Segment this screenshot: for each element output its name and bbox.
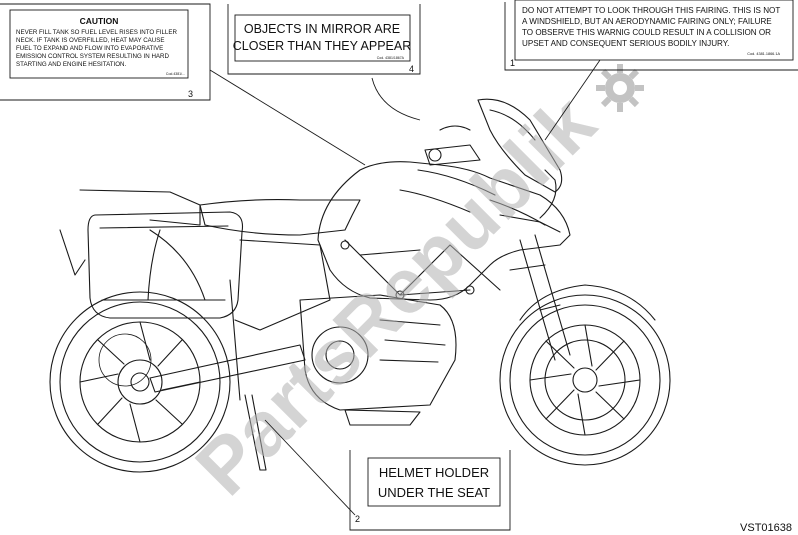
diagram-code: VST01638 [740, 522, 792, 534]
label-3-caution: CAUTION NEVER FILL TANK SO FUEL LEVEL RI… [0, 3, 211, 101]
side-stand [244, 394, 267, 471]
label-4-line-1: OBJECTS IN MIRROR ARE [244, 22, 400, 36]
seat-rear [79, 189, 361, 236]
label-3-ref: 3 [188, 89, 193, 99]
label-1-fairing: DO NOT ATTEMPT TO LOOK THROUGH THIS FAIR… [504, 0, 798, 71]
label-2-helmet-holder: HELMET HOLDER UNDER THE SEAT 2 [349, 450, 511, 531]
label-1-line-1: DO NOT ATTEMPT TO LOOK THROUGH THIS FAIR… [522, 6, 780, 15]
label-3-line-1: NEVER FILL TANK SO FUEL LEVEL RISES INTO… [16, 29, 177, 36]
watermark-text: PartsRepublik [179, 78, 613, 512]
leader-lines [209, 59, 601, 516]
label-2-line-1: HELMET HOLDER [379, 465, 489, 480]
label-3-line-4: EMISSION CONTROL SYSTEM RESULTING IN HAR… [16, 53, 170, 60]
leader-1 [544, 59, 601, 141]
label-1-line-4: UPSET AND CONSEQUENT SERIOUS BODILY INJU… [522, 39, 729, 48]
label-2-ref: 2 [355, 514, 360, 524]
label-3-line-5: STARTING AND ENGINE HESITATION. [16, 61, 127, 68]
rear-frame [59, 229, 331, 401]
label-1-part-code: Cod. 4381.1866.1A [747, 52, 780, 56]
motorcycle-drawing [49, 98, 671, 473]
front-wheel [499, 284, 671, 466]
label-1-line-3: TO OBSERVE THIS WARNIG COULD RESULT IN A… [522, 28, 771, 37]
label-3-line-2: NECK. IF TANK IS OVERFILLED, HEAT MAY CA… [16, 37, 165, 44]
leader-2 [264, 419, 356, 516]
label-3-part-code: Cod.4381/... [166, 72, 185, 76]
handlebar-area [424, 125, 481, 166]
trellis-frame [340, 239, 501, 300]
pannier-case [87, 211, 244, 319]
label-2-line-2: UNDER THE SEAT [378, 485, 490, 500]
label-4-line-2: CLOSER THAN THEY APPEAR [233, 39, 412, 53]
label-4-part-code: Cod. 4381/1867A [377, 56, 405, 60]
label-1-line-2: A WINDSHIELD, BUT AN AERODYNAMIC FAIRING… [522, 17, 772, 26]
body-outline [317, 161, 571, 301]
swingarm [149, 344, 306, 393]
watermark: PartsRepublik [179, 78, 613, 512]
leader-4 [371, 77, 421, 121]
label-1-ref: 1 [510, 58, 515, 68]
label-4-ref: 4 [409, 64, 414, 74]
windscreen [477, 98, 563, 193]
label-4-mirror: OBJECTS IN MIRROR ARE CLOSER THAN THEY A… [227, 4, 421, 75]
label-3-heading: CAUTION [80, 16, 119, 26]
leader-3 [209, 69, 366, 166]
gear-icon [596, 64, 644, 112]
front-fork [509, 234, 571, 361]
engine-block [299, 294, 457, 426]
label-3-line-3: FUEL TO EXPAND AND FLOW INTO EVAPORATIVE [16, 45, 163, 52]
